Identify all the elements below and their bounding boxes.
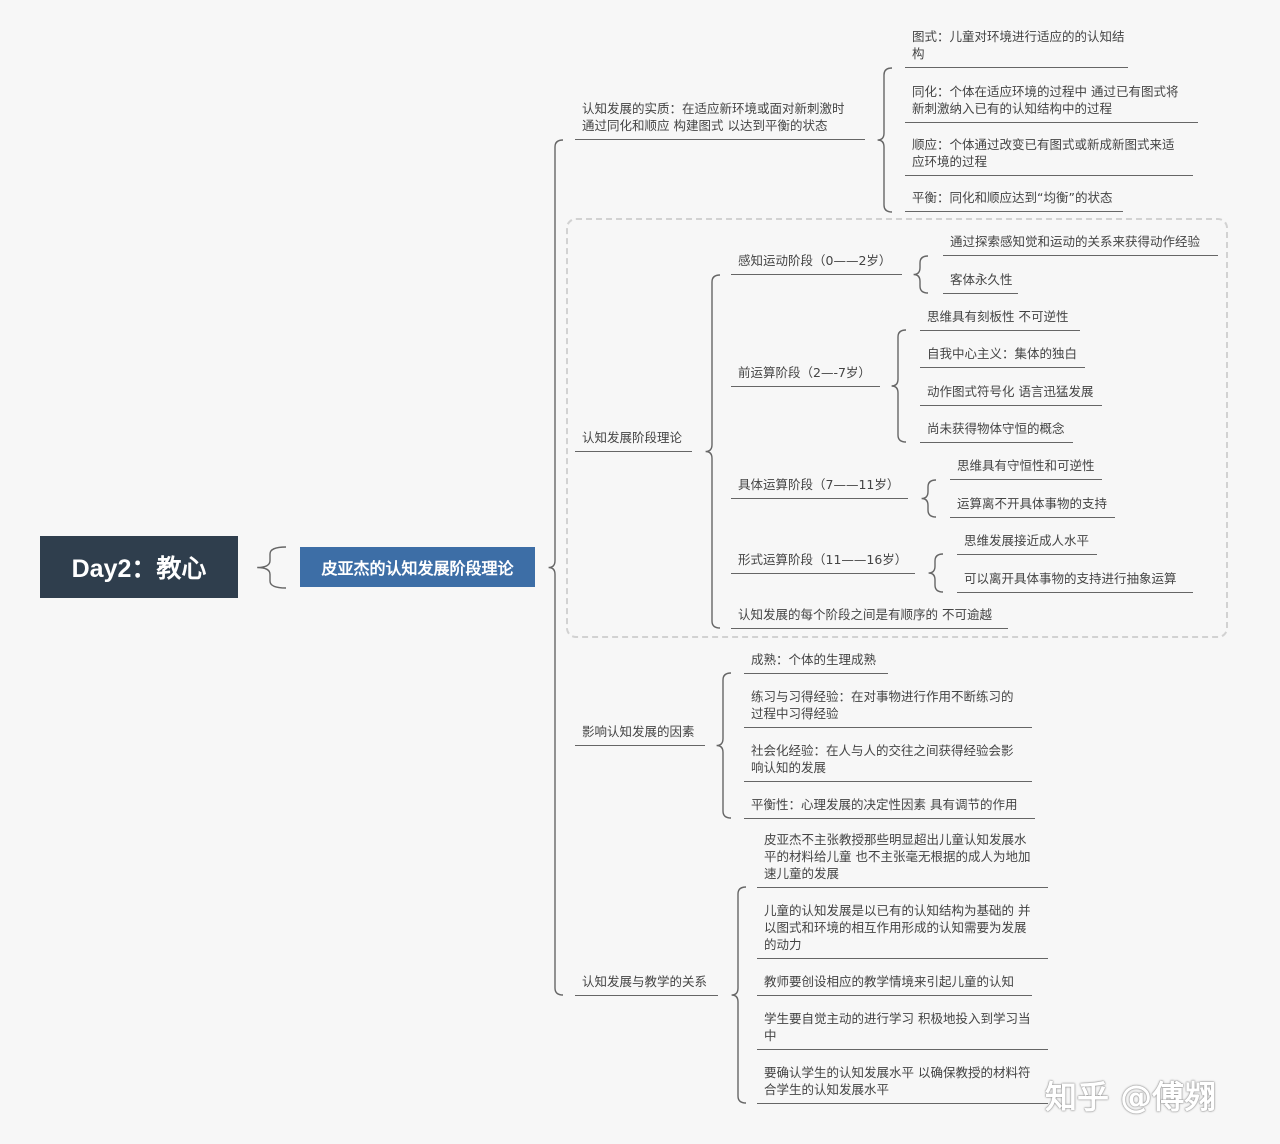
essence-brace — [877, 67, 893, 213]
factor-item[interactable]: 成熟：个体的生理成熟 — [744, 648, 888, 674]
stage-item[interactable]: 可以离开具体事物的支持进行抽象运算 — [957, 566, 1193, 593]
sensorimotor-brace — [913, 255, 929, 294]
root-brace — [257, 546, 287, 589]
stage-preoperational[interactable]: 前运算阶段（2—-7岁） — [731, 361, 880, 387]
subtopic-equilibrium[interactable]: 平衡：同化和顺应达到“均衡”的状态 — [905, 187, 1123, 212]
factor-item[interactable]: 练习与习得经验：在对事物进行作用不断练习的 过程中习得经验 — [744, 685, 1032, 728]
stage-item[interactable]: 尚未获得物体守恒的概念 — [920, 417, 1073, 443]
stage-item[interactable]: 自我中心主义：集体的独白 — [920, 342, 1085, 368]
stage-formal[interactable]: 形式运算阶段（11——16岁） — [731, 548, 915, 574]
central-topic[interactable]: 皮亚杰的认知发展阶段理论 — [300, 547, 535, 587]
stage-concrete[interactable]: 具体运算阶段（7——11岁） — [731, 473, 908, 499]
preoperational-brace — [891, 329, 907, 443]
stage-item[interactable]: 思维发展接近成人水平 — [957, 529, 1097, 555]
topic-teaching[interactable]: 认知发展与教学的关系 — [575, 970, 718, 996]
teaching-item[interactable]: 学生要自觉主动的进行学习 积极地投入到学习当 中 — [757, 1007, 1048, 1050]
formal-brace — [928, 553, 944, 593]
stage-item[interactable]: 动作图式符号化 语言迅猛发展 — [920, 380, 1102, 406]
watermark: 知乎 @傅翙 — [1045, 1078, 1217, 1116]
stage-order[interactable]: 认知发展的每个阶段之间是有顺序的 不可逾越 — [731, 604, 1008, 629]
teaching-item[interactable]: 要确认学生的认知发展水平 以确保教授的材料符 合学生的认知发展水平 — [757, 1061, 1048, 1104]
topic-stages[interactable]: 认知发展阶段理论 — [575, 426, 692, 452]
topic-factors[interactable]: 影响认知发展的因素 — [575, 720, 705, 746]
stage-item[interactable]: 通过探索感知觉和运动的关系来获得动作经验 — [943, 231, 1218, 256]
stages-brace — [705, 274, 721, 629]
topic-essence[interactable]: 认知发展的实质：在适应新环境或面对新刺激时 通过同化和顺应 构建图式 以达到平衡… — [575, 97, 865, 140]
teaching-brace — [731, 886, 747, 1104]
teaching-item[interactable]: 教师要创设相应的教学情境来引起儿童的认知 — [757, 970, 1032, 996]
stage-sensorimotor[interactable]: 感知运动阶段（0——2岁） — [731, 249, 902, 275]
concrete-brace — [921, 479, 937, 518]
stage-item[interactable]: 思维具有刻板性 不可逆性 — [920, 305, 1080, 331]
teaching-item[interactable]: 儿童的认知发展是以已有的认知结构为基础的 并 以图式和环境的相互作用形成的认知需… — [757, 899, 1048, 959]
stage-item[interactable]: 客体永久性 — [943, 268, 1018, 294]
factor-item[interactable]: 平衡性：心理发展的决定性因素 具有调节的作用 — [744, 793, 1035, 819]
stage-item[interactable]: 运算离不开具体事物的支持 — [950, 492, 1115, 518]
main-brace — [548, 139, 564, 996]
subtopic-accommodation[interactable]: 顺应：个体通过改变已有图式或新成新图式来适 应环境的过程 — [905, 133, 1193, 176]
subtopic-assimilation[interactable]: 同化：个体在适应环境的过程中 通过已有图式将 新刺激纳入已有的认知结构中的过程 — [905, 79, 1198, 123]
root-topic[interactable]: Day2：教心 — [40, 536, 238, 598]
teaching-item[interactable]: 皮亚杰不主张教授那些明显超出儿童认知发展水 平的材料给儿童 也不主张毫无根据的成… — [757, 828, 1048, 888]
stages-group-boundary — [566, 218, 1228, 638]
factor-item[interactable]: 社会化经验：在人与人的交往之间获得经验会影 响认知的发展 — [744, 739, 1032, 782]
stage-item[interactable]: 思维具有守恒性和可逆性 — [950, 454, 1102, 480]
factors-brace — [716, 672, 732, 819]
subtopic-schema[interactable]: 图式：儿童对环境进行适应的的认知结构 — [905, 29, 1128, 68]
